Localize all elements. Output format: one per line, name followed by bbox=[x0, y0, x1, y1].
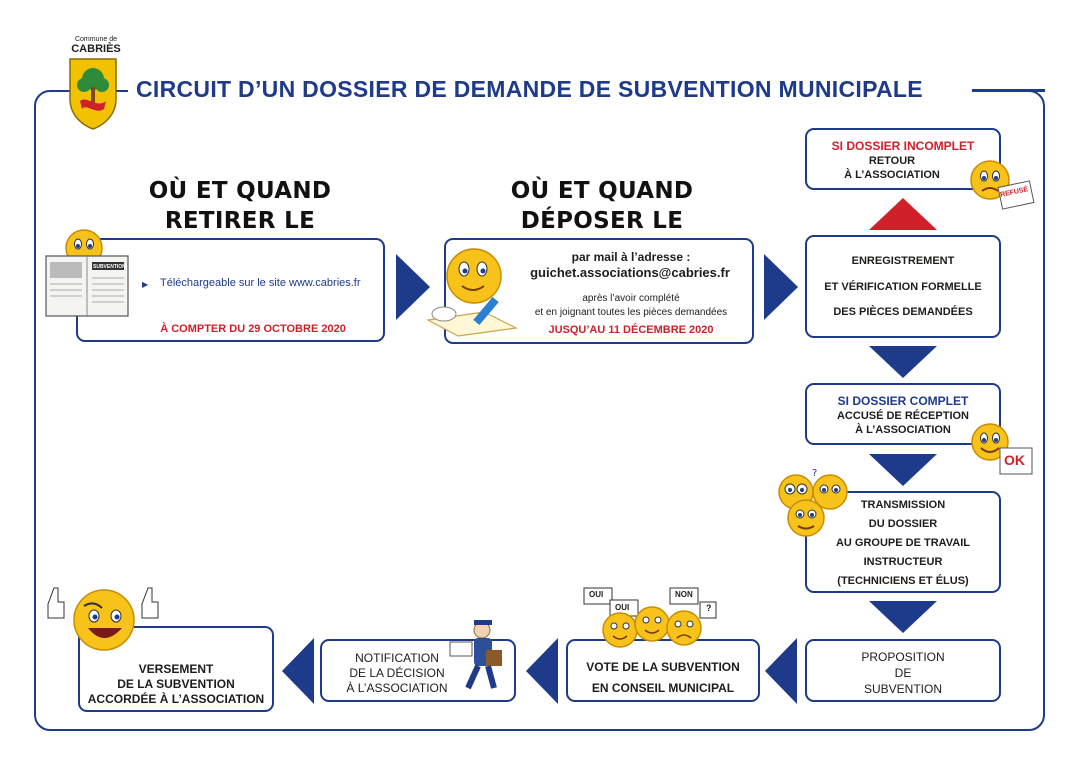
vote-line2: EN CONSEIL MUNICIPAL bbox=[591, 681, 735, 695]
versement-line1: VERSEMENT bbox=[138, 662, 214, 676]
logo-town-name: CABRIÈS bbox=[71, 43, 121, 55]
heading-deposer-line1: OÙ ET QUAND bbox=[510, 178, 694, 204]
arrow-up-icon bbox=[869, 198, 937, 230]
box-complet: SI DOSSIER COMPLET ACCUSÉ DE RÉCEPTION À… bbox=[805, 383, 1001, 445]
versement-line3: ACCORDÉE À L’ASSOCIATION bbox=[87, 692, 265, 706]
retirer-date: À COMPTER DU 29 OCTOBRE 2020 bbox=[160, 323, 346, 335]
notification-line1: NOTIFICATION bbox=[355, 651, 439, 665]
newspaper-headline: SUBVENTION bbox=[93, 264, 126, 270]
enregistrement-line2: ET VÉRIFICATION FORMELLE bbox=[824, 281, 982, 293]
arrow-down-icon bbox=[869, 346, 937, 378]
retirer-text: Téléchargeable sur le site www.cabries.f… bbox=[160, 277, 361, 289]
vote-sign-2: OUI bbox=[615, 603, 630, 612]
transmission-line3: AU GROUPE DE TRAVAIL bbox=[835, 537, 971, 549]
incomplet-line1: SI DOSSIER INCOMPLET bbox=[831, 139, 975, 153]
arrow-left-icon bbox=[526, 638, 558, 704]
arrow-left-icon bbox=[282, 638, 314, 704]
coat-of-arms-icon bbox=[69, 58, 117, 130]
deposer-line2: après l’avoir complété bbox=[582, 293, 680, 304]
versement-line2: DE LA SUBVENTION bbox=[117, 677, 235, 691]
deposer-line3: et en joignant toutes les pièces demandé… bbox=[534, 307, 728, 318]
bullet-icon: ▶ bbox=[142, 280, 149, 289]
vote-sign-3: NON bbox=[675, 590, 693, 599]
smiley-vote-icon bbox=[583, 587, 717, 648]
smiley-group-icon: ? bbox=[778, 468, 848, 537]
box-incomplet: SI DOSSIER INCOMPLET RETOUR À L’ASSOCIAT… bbox=[805, 128, 1001, 190]
proposition-line3: SUBVENTION bbox=[863, 682, 942, 696]
ok-sign-text: OK bbox=[1004, 452, 1025, 468]
enregistrement-line1: ENREGISTREMENT bbox=[851, 255, 955, 267]
smiley-thumbs-up-icon bbox=[47, 587, 159, 651]
arrow-left-icon bbox=[765, 638, 797, 704]
heading-retirer-line1: OÙ ET QUAND bbox=[148, 178, 332, 204]
arrow-right-icon bbox=[396, 254, 430, 320]
complet-line2: ACCUSÉ DE RÉCEPTION bbox=[836, 410, 970, 422]
complet-line1: SI DOSSIER COMPLET bbox=[837, 394, 969, 408]
transmission-line2: DU DOSSIER bbox=[868, 518, 938, 530]
page-title: CIRCUIT D’UN DOSSIER DE DEMANDE DE SUBVE… bbox=[136, 76, 923, 102]
smiley-newspaper-icon bbox=[45, 229, 129, 317]
arrow-down-icon bbox=[869, 454, 937, 486]
proposition-line1: PROPOSITION bbox=[861, 650, 945, 664]
box-enregistrement: ENREGISTREMENT ET VÉRIFICATION FORMELLE … bbox=[805, 235, 1001, 338]
transmission-line4: INSTRUCTEUR bbox=[863, 556, 943, 568]
deposer-email: guichet.associations@cabries.fr bbox=[530, 265, 730, 280]
title-background bbox=[128, 76, 978, 106]
notification-line2: DE LA DÉCISION bbox=[349, 666, 445, 680]
enregistrement-line3: DES PIÈCES DEMANDÉES bbox=[833, 306, 973, 318]
arrow-down-icon bbox=[869, 601, 937, 633]
title-rule bbox=[972, 89, 1045, 92]
deposer-line1: par mail à l’adresse : bbox=[571, 250, 691, 264]
svg-text:?: ? bbox=[812, 468, 817, 479]
vote-line1: VOTE DE LA SUBVENTION bbox=[586, 660, 740, 674]
box-proposition: PROPOSITION DE SUBVENTION bbox=[805, 639, 1001, 702]
incomplet-line3: À L’ASSOCIATION bbox=[844, 169, 940, 181]
complet-line3: À L’ASSOCIATION bbox=[855, 424, 951, 436]
transmission-line1: TRANSMISSION bbox=[860, 499, 946, 511]
deposer-date: JUSQU’AU 11 DÉCEMBRE 2020 bbox=[548, 324, 714, 336]
smiley-refuse-icon bbox=[970, 160, 1035, 210]
proposition-line2: DE bbox=[894, 666, 912, 680]
vote-sign-1: OUI bbox=[589, 590, 604, 599]
transmission-line5: (TECHNICIENS ET ÉLUS) bbox=[837, 575, 969, 587]
logo-commune-label: Commune de bbox=[74, 36, 118, 43]
vote-sign-4: ? bbox=[706, 603, 712, 613]
smiley-ok-icon bbox=[971, 423, 1033, 475]
postman-icon bbox=[449, 620, 502, 690]
box-vote: VOTE DE LA SUBVENTION EN CONSEIL MUNICIP… bbox=[566, 639, 760, 702]
smiley-writing-icon bbox=[426, 248, 519, 337]
incomplet-line2: RETOUR bbox=[868, 155, 916, 167]
notification-line3: À L’ASSOCIATION bbox=[346, 681, 448, 695]
arrow-right-icon bbox=[764, 254, 798, 320]
